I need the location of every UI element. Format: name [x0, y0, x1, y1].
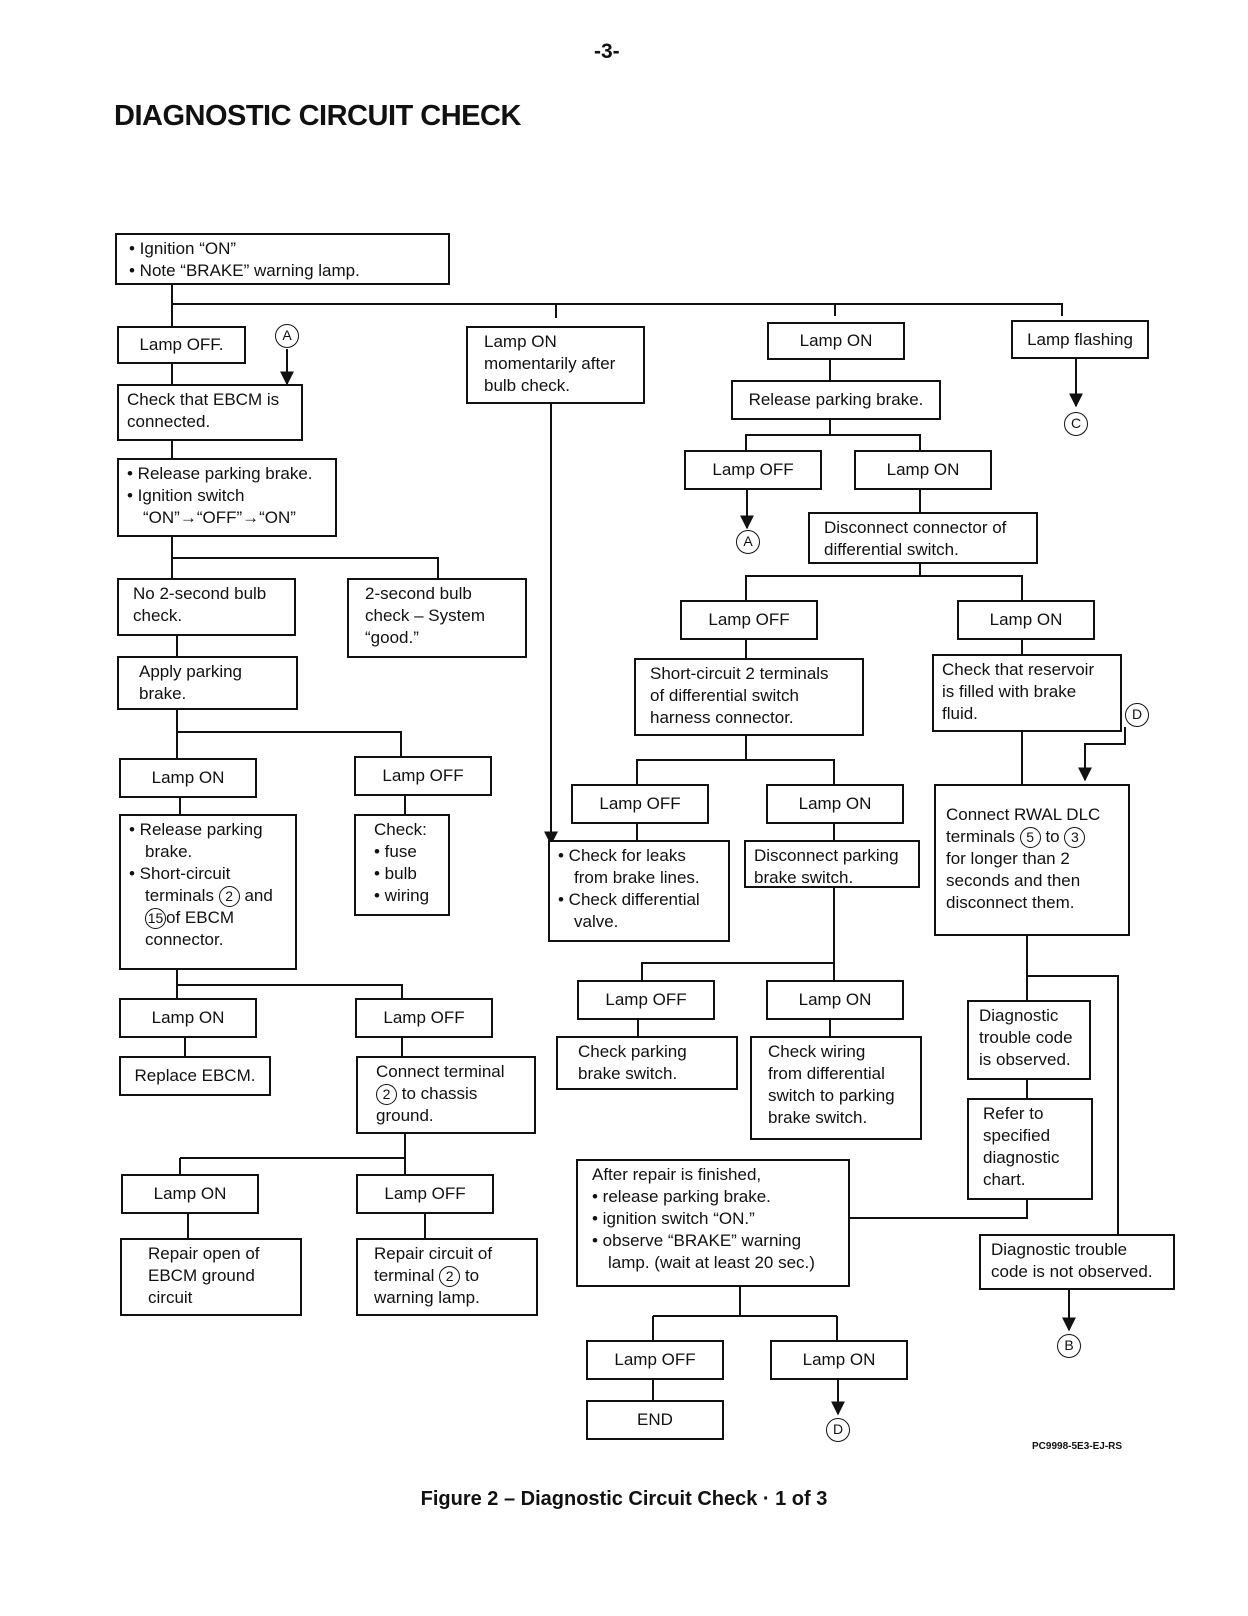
release-ignition-box: • Release parking brake. • Ignition swit… [117, 458, 337, 537]
dtc-observed-box: Diagnostic trouble code is observed. [967, 1000, 1091, 1080]
terminal-5-label: 5 [1019, 827, 1041, 849]
lamp-off-box: Lamp OFF [680, 600, 818, 640]
terminal-15-label: 15 [145, 908, 166, 930]
connector-a-marker: A [736, 530, 760, 554]
connector [745, 564, 921, 600]
refer-chart-box: Refer to specified diagnostic chart. [967, 1098, 1093, 1200]
connect-terminal-box: Connect terminal 2 to chassis ground. [356, 1056, 536, 1134]
lamp-on-momentary-box: Lamp ON momentarily after bulb check. [466, 326, 645, 404]
repair-circuit-box: Repair circuit of terminal 2 to warning … [356, 1238, 538, 1316]
connector [636, 734, 747, 784]
lamp-on-box: Lamp ON [766, 980, 904, 1020]
document-code: PC9998-5E3-EJ-RS [1032, 1441, 1123, 1452]
lamp-flashing-box: Lamp flashing [1011, 320, 1149, 359]
connector [641, 962, 834, 980]
lamp-on-box: Lamp ON [770, 1340, 908, 1380]
lamp-on-box: Lamp ON [119, 998, 257, 1038]
figure-caption: Figure 2 – Diagnostic Circuit Check · 1 … [420, 1488, 828, 1510]
lamp-off-box: Lamp OFF [356, 1174, 494, 1214]
check-ebcm-box: Check that EBCM is connected. [117, 384, 303, 441]
check-reservoir-box: Check that reservoir is filled with brak… [932, 654, 1122, 732]
page-number: -3- [594, 40, 620, 63]
release-brake-box: Release parking brake. [731, 380, 941, 420]
connect-rwal-box: Connect RWAL DLC terminals 5 to 3 for lo… [934, 784, 1130, 936]
lamp-on-box: Lamp ON [766, 784, 904, 824]
lamp-off-box: Lamp OFF [355, 998, 493, 1038]
connector [830, 434, 921, 452]
apply-brake-box: Apply parking brake. [117, 656, 298, 710]
replace-ebcm-box: Replace EBCM. [119, 1056, 271, 1096]
page-title: DIAGNOSTIC CIRCUIT CHECK [114, 100, 521, 132]
lamp-off-box: Lamp OFF [577, 980, 715, 1020]
check-fuse-box: Check: • fuse • bulb • wiring [354, 814, 450, 916]
lamp-off-box: Lamp OFF [354, 756, 492, 796]
terminal-2-label: 2 [439, 1266, 461, 1288]
connector [1078, 727, 1126, 782]
check-leaks-box: • Check for leaks from brake lines. • Ch… [548, 840, 730, 942]
dtc-not-observed-box: Diagnostic trouble code is not observed. [979, 1234, 1175, 1290]
release-short-box: • Release parking brake. • Short-circuit… [119, 814, 297, 970]
lamp-off-box: Lamp OFF [571, 784, 709, 824]
check-parking-switch-box: Check parking brake switch. [556, 1036, 738, 1090]
after-repair-box: After repair is finished, • release park… [576, 1159, 850, 1287]
connector-a-marker: A [275, 324, 299, 348]
check-wiring-box: Check wiring from differential switch to… [750, 1036, 922, 1140]
connector-d-marker: D [1125, 703, 1149, 727]
disconnect-parking-box: Disconnect parking brake switch. [744, 840, 920, 888]
lamp-off-box: Lamp OFF [586, 1340, 724, 1380]
terminal-3-label: 3 [1064, 827, 1086, 849]
connector [1027, 975, 1119, 1234]
terminal-2-label: 2 [376, 1084, 397, 1106]
connector [848, 1198, 1028, 1219]
connector [172, 303, 1063, 316]
bulb-good-box: 2-second bulb check – System “good.” [347, 578, 527, 658]
disconnect-diff-box: Disconnect connector of differential swi… [808, 512, 1038, 564]
connector-d-marker: D [826, 1418, 850, 1442]
connector [172, 557, 439, 580]
start-box: • Ignition “ON” • Note “BRAKE” warning l… [115, 233, 450, 285]
connector-c-marker: C [1064, 412, 1088, 436]
lamp-on-box: Lamp ON [119, 758, 257, 798]
end-box: END [586, 1400, 724, 1440]
connector [745, 420, 831, 452]
lamp-on-box: Lamp ON [957, 600, 1095, 640]
lamp-off-box: Lamp OFF. [117, 326, 246, 364]
lamp-on-box: Lamp ON [121, 1174, 259, 1214]
repair-ground-box: Repair open of EBCM ground circuit [120, 1238, 302, 1316]
lamp-on-box: Lamp ON [854, 450, 992, 490]
no-bulb-check-box: No 2-second bulb check. [117, 578, 296, 636]
connector [746, 759, 835, 784]
short-diff-box: Short-circuit 2 terminals of differentia… [634, 658, 864, 736]
lamp-off-box: Lamp OFF [684, 450, 822, 490]
connector [920, 575, 1023, 600]
lamp-on-box: Lamp ON [767, 322, 905, 360]
connector [177, 984, 403, 1000]
terminal-2-label: 2 [218, 886, 240, 908]
connector-b-marker: B [1057, 1334, 1081, 1358]
connector [177, 731, 402, 758]
